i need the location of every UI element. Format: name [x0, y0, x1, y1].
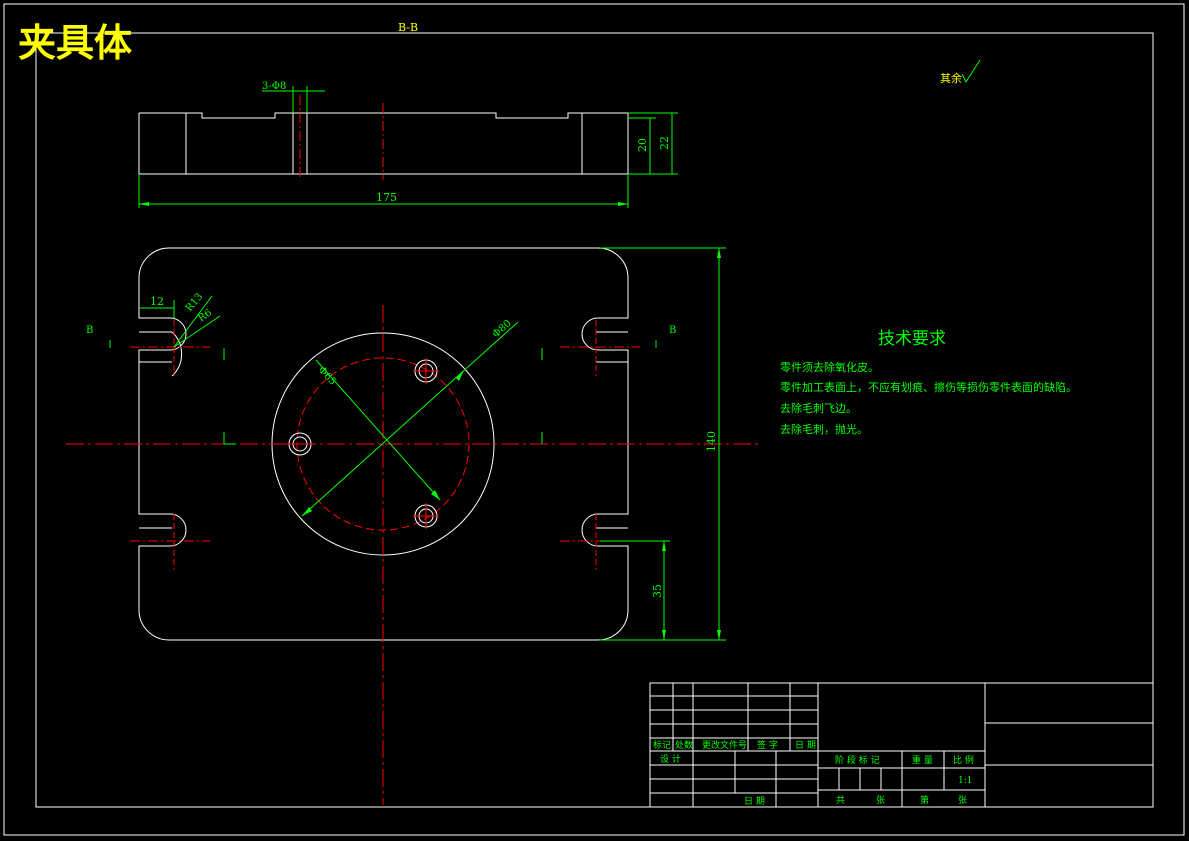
design-label: 设 计 — [660, 753, 681, 765]
title-block — [649, 682, 1154, 808]
rev-header: 标记 — [653, 739, 671, 751]
tech-heading: 技术要求 — [878, 329, 946, 349]
dim-width-12: 12 — [150, 295, 164, 308]
sheet-no-label: 第 — [920, 794, 929, 806]
plate-outline — [138, 247, 629, 641]
dim-height-22: 22 — [658, 136, 671, 150]
sheets-total-label: 共 — [836, 795, 845, 806]
section-marker-right: B — [669, 325, 676, 336]
dim-offset-35: 35 — [651, 584, 664, 598]
tech-item: 零件须去除氧化皮。 — [780, 360, 879, 374]
weight-label: 重 量 — [912, 754, 933, 766]
dim-height-20: 20 — [636, 138, 649, 152]
dim-height-140: 140 — [705, 431, 718, 452]
inner-frame — [35, 32, 1154, 808]
section-marker-left: B — [86, 325, 93, 336]
sheet-no-unit: 张 — [958, 795, 967, 806]
tech-requirements: 技术要求 零件须去除氧化皮。 零件加工表面上，不应有划痕、擦伤等损伤零件表面的缺… — [780, 329, 1077, 436]
roughness-note: 其余 — [940, 59, 981, 85]
roughness-symbol — [961, 59, 981, 84]
roughness-text: 其余 — [940, 71, 962, 85]
section-label: B-B — [398, 21, 418, 34]
scale-value: 1:1 — [958, 776, 972, 786]
dim-holes-top: 3-Φ8 — [262, 81, 286, 92]
rev-header: 签 字 — [757, 739, 778, 751]
tech-item: 零件加工表面上，不应有划痕、擦伤等损伤零件表面的缺陷。 — [780, 380, 1077, 394]
dim-diameter-65: Φ65 — [316, 365, 338, 388]
rev-header: 处数 — [675, 739, 693, 751]
outer-frame — [3, 3, 1185, 836]
sheets-total-unit: 张 — [876, 795, 885, 806]
plan-view: B B 12 R13 R6 Φ80 Φ65 140 35 — [66, 247, 760, 805]
section-view: 3-Φ8 175 20 22 — [138, 81, 678, 208]
scale-label: 比 例 — [953, 754, 974, 766]
tech-item: 去除毛刺飞边。 — [780, 401, 857, 415]
stage-mark-label: 阶 段 标 记 — [835, 754, 880, 766]
title-block-text: 标记 处数 更改文件号 签 字 日 期 设 计 日 期 阶 段 标 记 重 量 … — [653, 739, 974, 807]
rev-header: 更改文件号 — [702, 739, 747, 751]
dim-length-175: 175 — [376, 191, 397, 204]
tech-item: 去除毛刺，抛光。 — [780, 422, 868, 436]
rev-header: 日 期 — [795, 740, 816, 751]
drawing-title: 夹具体 — [18, 21, 132, 65]
date-label: 日 期 — [744, 796, 765, 807]
